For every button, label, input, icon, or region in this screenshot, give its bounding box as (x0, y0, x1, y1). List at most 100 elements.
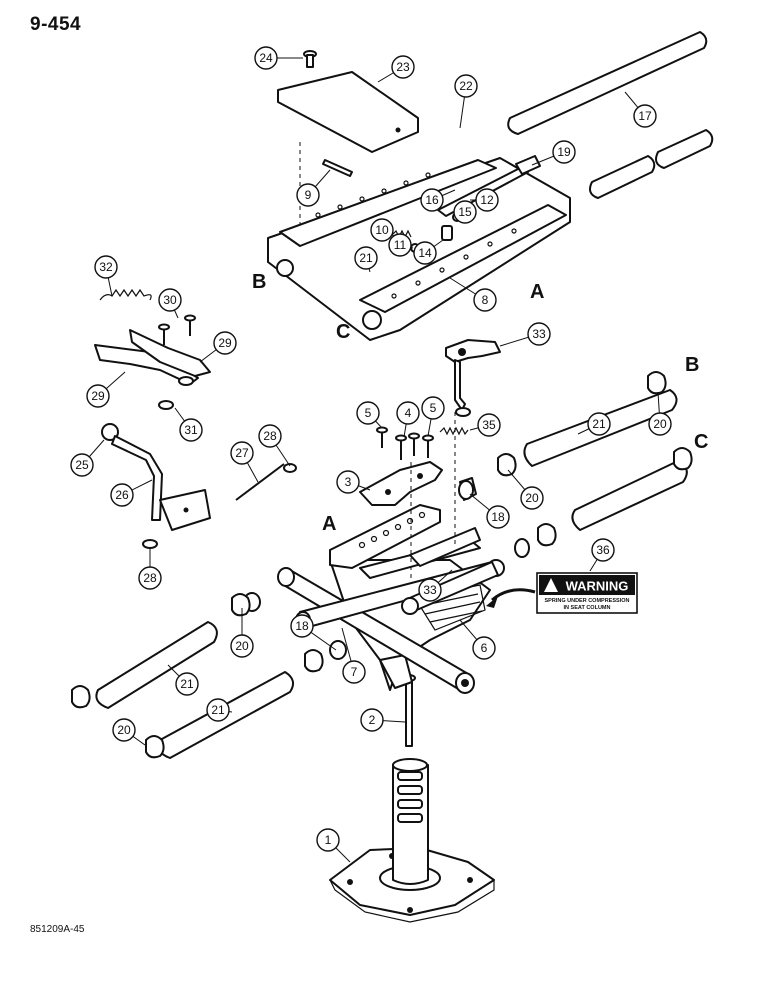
callout-number: 20 (235, 639, 249, 653)
callout-circle (230, 441, 254, 465)
callout-circle (86, 384, 110, 408)
callout-circle (342, 660, 366, 684)
callout-circle (648, 412, 672, 436)
callout-number: 18 (491, 510, 505, 524)
callout-circle (454, 74, 478, 98)
warning-arrow (486, 588, 536, 608)
callout-circle (70, 453, 94, 477)
callout-12: 12 (475, 188, 499, 212)
callout-number: 5 (365, 406, 372, 420)
screws (376, 426, 434, 460)
callout-number: 36 (596, 543, 610, 557)
callout-14: 14 (413, 241, 437, 265)
callout-21: 21 (354, 246, 378, 270)
callout-27: 27 (230, 441, 254, 465)
right-rollers (458, 371, 693, 558)
callout-circle (254, 46, 278, 70)
callout-number: 23 (396, 60, 410, 74)
lower-slide-rail (329, 504, 481, 579)
callout-29: 29 (86, 384, 110, 408)
callout-9: 9 (296, 183, 320, 207)
callout-29: 29 (213, 331, 237, 355)
callout-17: 17 (633, 104, 657, 128)
callout-5: 5 (356, 401, 380, 425)
callout-circle (418, 578, 442, 602)
callout-20: 20 (520, 486, 544, 510)
callout-20: 20 (648, 412, 672, 436)
callout-20: 20 (230, 634, 254, 658)
callout-circle (591, 538, 615, 562)
callout-circle (110, 483, 134, 507)
callout-18: 18 (486, 505, 510, 529)
callout-2: 2 (360, 708, 384, 732)
callout-number: 5 (430, 401, 437, 415)
reference-letter-b: B (252, 271, 266, 293)
callout-number: 9 (305, 188, 312, 202)
callout-33: 33 (418, 578, 442, 602)
callout-circle (486, 505, 510, 529)
reference-letter-c: C (694, 431, 708, 453)
reference-letter-a: A (530, 281, 544, 303)
callout-circle (213, 331, 237, 355)
callout-circle (179, 418, 203, 442)
callout-number: 15 (458, 205, 472, 219)
callout-6: 6 (472, 636, 496, 660)
callout-circle (396, 401, 420, 425)
upper-tubes (507, 31, 714, 199)
callout-number: 2 (369, 713, 376, 727)
warning-decal: WARNING SPRING UNDER COMPRESSION IN SEAT… (536, 572, 638, 614)
callout-number: 8 (482, 293, 489, 307)
callout-number: 28 (143, 571, 157, 585)
callout-number: 19 (557, 145, 571, 159)
callout-circle (230, 634, 254, 658)
callout-number: 21 (180, 677, 194, 691)
callout-circle (388, 233, 412, 257)
callout-28: 28 (138, 566, 162, 590)
callout-circle (473, 288, 497, 312)
callout-33: 33 (527, 322, 551, 346)
callout-21: 21 (175, 672, 199, 696)
callout-circle (354, 246, 378, 270)
callout-circle (296, 183, 320, 207)
callout-number: 3 (345, 475, 352, 489)
callout-35: 35 (477, 413, 501, 437)
callout-number: 24 (259, 51, 273, 65)
callout-7: 7 (342, 660, 366, 684)
callout-number: 31 (184, 423, 198, 437)
callout-circle (552, 140, 576, 164)
callout-circle (391, 55, 415, 79)
callout-number: 17 (638, 109, 652, 123)
callout-number: 6 (481, 641, 488, 655)
callout-circle (370, 218, 394, 242)
page-number: 9-454 (30, 14, 82, 35)
callout-number: 12 (480, 193, 494, 207)
callout-19: 19 (552, 140, 576, 164)
warning-text-line1: SPRING UNDER COMPRESSION (545, 598, 630, 604)
column-rod (402, 674, 416, 747)
callout-number: 29 (218, 336, 232, 350)
callout-number: 30 (163, 293, 177, 307)
callout-number: 28 (263, 429, 277, 443)
callout-11: 11 (388, 233, 412, 257)
reference-letter-a: A (322, 513, 336, 535)
callout-number: 20 (525, 491, 539, 505)
callout-number: 26 (115, 488, 129, 502)
callout-circle (477, 413, 501, 437)
callout-24: 24 (254, 46, 278, 70)
callout-number: 20 (653, 417, 667, 431)
callout-22: 22 (454, 74, 478, 98)
front-cross-tube (277, 567, 475, 694)
callout-23: 23 (391, 55, 415, 79)
callout-number: 14 (418, 246, 432, 260)
callout-26: 26 (110, 483, 134, 507)
callout-number: 32 (99, 260, 113, 274)
callout-circle (316, 828, 340, 852)
callout-circle (112, 718, 136, 742)
callout-number: 18 (295, 619, 309, 633)
callout-number: 35 (482, 418, 496, 432)
callout-3: 3 (336, 470, 360, 494)
